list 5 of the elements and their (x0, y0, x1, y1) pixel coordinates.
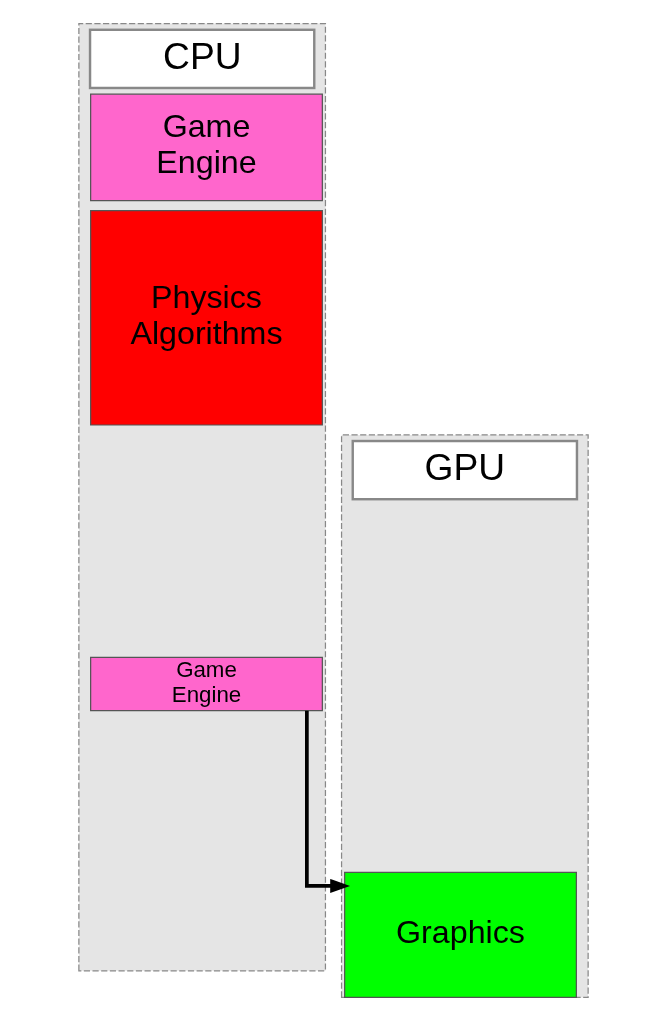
arrow (304, 710, 350, 893)
node-box: Game Engine (89, 93, 323, 202)
node-box: Physics Algorithms (89, 210, 323, 426)
node-box: Game Engine (89, 656, 323, 712)
node-box: Graphics (343, 871, 577, 999)
